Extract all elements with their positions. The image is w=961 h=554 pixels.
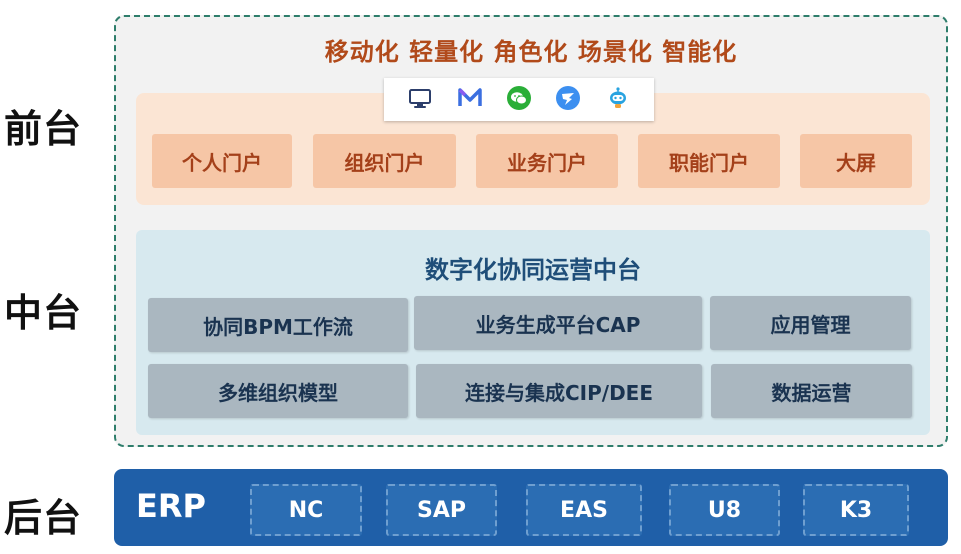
system-k3[interactable]: K3 — [803, 484, 909, 536]
system-nc[interactable]: NC — [250, 484, 362, 536]
cap-org-model[interactable]: 多维组织模型 — [148, 364, 408, 418]
system-u8[interactable]: U8 — [669, 484, 780, 536]
dingtalk-icon — [555, 85, 581, 115]
system-sap[interactable]: SAP — [386, 484, 497, 536]
cap-app-management[interactable]: 应用管理 — [710, 296, 911, 350]
layer-label-back: 后台 — [4, 496, 83, 540]
cap-bpm-workflow[interactable]: 协同BPM工作流 — [148, 298, 408, 352]
layer-label-middle: 中台 — [4, 291, 83, 335]
client-icon-strip — [384, 78, 654, 121]
portal-organization[interactable]: 组织门户 — [313, 134, 456, 188]
monitor-icon — [407, 85, 433, 115]
robot-icon — [605, 85, 631, 115]
cap-integration[interactable]: 连接与集成CIP/DEE — [416, 364, 702, 418]
cap-business-platform[interactable]: 业务生成平台CAP — [414, 296, 702, 350]
middle-title: 数字化协同运营中台 — [425, 256, 641, 284]
system-eas[interactable]: EAS — [526, 484, 642, 536]
cap-data-operation[interactable]: 数据运营 — [711, 364, 912, 418]
front-banner: 移动化 轻量化 角色化 场景化 智能化 — [324, 38, 738, 66]
wechat-icon — [506, 85, 532, 115]
layer-label-front: 前台 — [4, 107, 83, 151]
portal-business[interactable]: 业务门户 — [476, 134, 618, 188]
erp-label: ERP — [136, 487, 206, 525]
portal-personal[interactable]: 个人门户 — [152, 134, 292, 188]
portal-functional[interactable]: 职能门户 — [638, 134, 780, 188]
m-logo-icon — [457, 85, 483, 115]
portal-big-screen[interactable]: 大屏 — [800, 134, 912, 188]
